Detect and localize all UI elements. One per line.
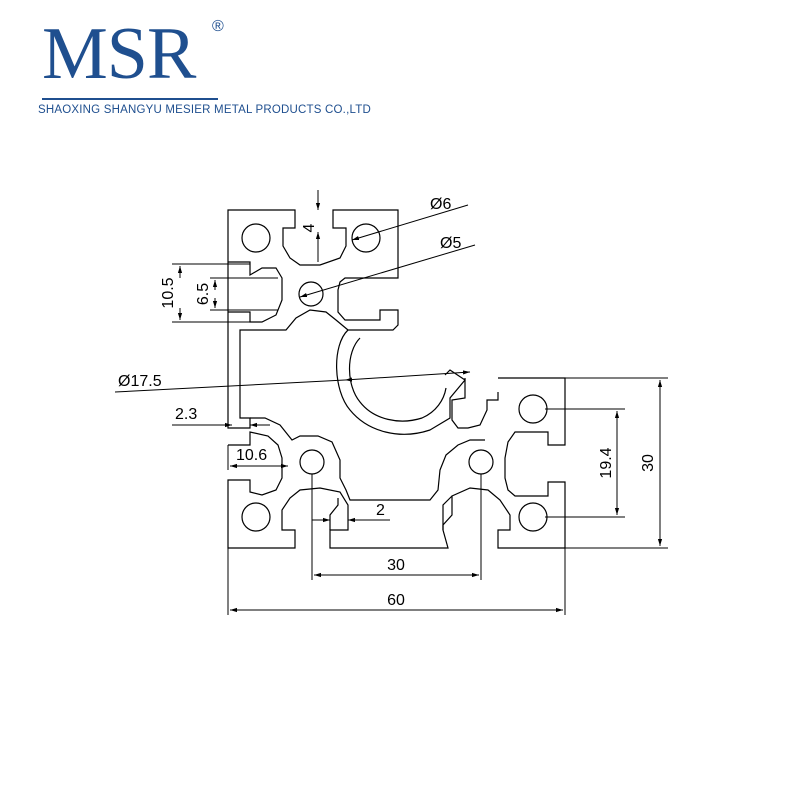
logo-wordmark: MSR	[42, 13, 196, 95]
dim-hole-center: Ø5	[440, 235, 461, 252]
center-arc-outer	[336, 329, 466, 435]
dimension-lines	[114, 190, 668, 615]
dim-arc-diameter: Ø17.5	[118, 373, 162, 390]
dim-overall-width: 60	[387, 592, 405, 609]
bottom-channel	[329, 495, 453, 530]
hole-top-left	[241, 223, 271, 253]
profile-outline	[227, 209, 566, 549]
top-block-outline	[227, 209, 399, 429]
logo-underline	[42, 98, 218, 100]
dim-height-right: 30	[640, 454, 657, 472]
hole-right-top	[518, 394, 548, 424]
hole-center	[298, 281, 324, 307]
dim-slot-opening: 6.5	[195, 283, 212, 305]
hole-right-bottom	[518, 502, 548, 532]
dimension-labels: 4 Ø6 Ø5 10.5 6.5 Ø17.5 2.3 10.6 2 19.4 3…	[118, 196, 657, 609]
dim-slot-width: 10.6	[236, 447, 267, 464]
dim-slot-depth: 4	[301, 223, 318, 232]
right-block-outline	[227, 377, 566, 549]
msr-logo: MSR ®	[42, 13, 224, 104]
top-left-pocket	[228, 261, 283, 323]
lower-web	[250, 417, 485, 501]
hole-bottom-left	[241, 502, 271, 532]
hole-mid-left	[299, 449, 325, 475]
dim-wall-inner: 2	[376, 502, 385, 519]
hole-top-right	[351, 223, 381, 253]
registered-mark: ®	[212, 18, 224, 35]
dim-hole-large: Ø6	[430, 196, 451, 213]
dim-inner-span: 30	[387, 557, 405, 574]
dim-wall-thickness: 2.3	[175, 406, 197, 423]
company-name: SHAOXING SHANGYU MESIER METAL PRODUCTS C…	[38, 104, 371, 116]
dim-hole-spacing: 19.4	[598, 447, 615, 478]
dim-height-outer: 10.5	[160, 277, 177, 308]
hole-mid-right	[468, 449, 494, 475]
right-top-pocket	[451, 378, 499, 429]
center-arc-inner	[349, 337, 447, 422]
